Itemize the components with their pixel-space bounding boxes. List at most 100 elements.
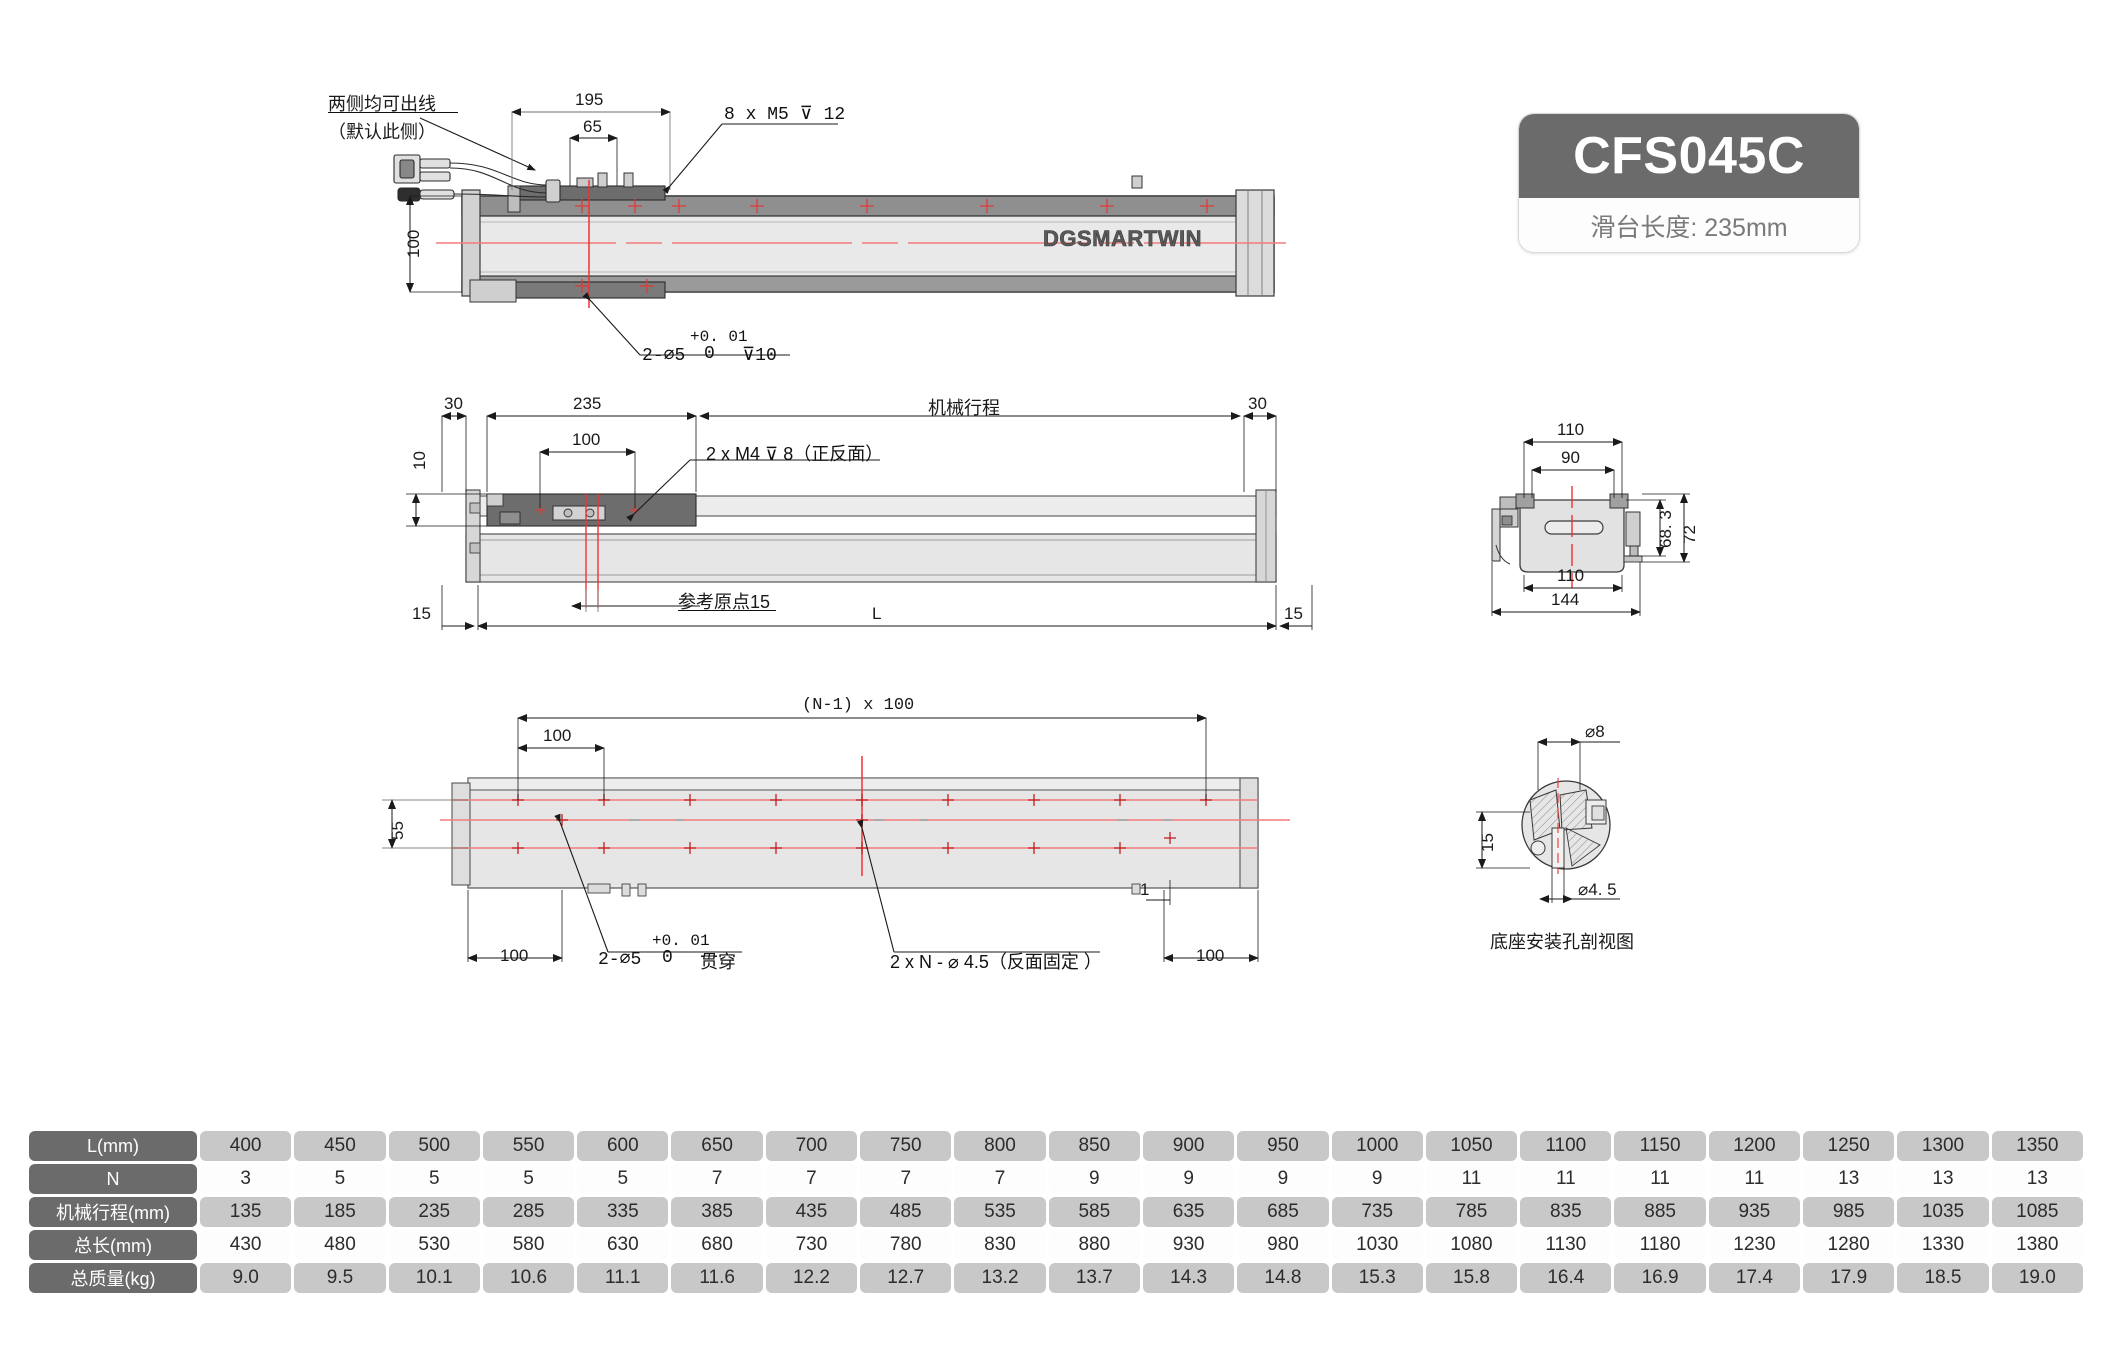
- cell-N-9: 9: [1048, 1164, 1140, 1194]
- cell-L-13: 1050: [1425, 1131, 1518, 1161]
- product-model: CFS045C: [1573, 127, 1805, 185]
- cell-L-3: 550: [482, 1131, 575, 1161]
- cell-L-5: 650: [671, 1131, 763, 1161]
- cable-note-line2: （默认此侧）: [328, 122, 436, 142]
- cell-total-length-4: 630: [577, 1230, 669, 1260]
- cell-stroke-16: 935: [1708, 1197, 1801, 1227]
- cell-L-0: 400: [200, 1131, 292, 1161]
- dim-110-bottom: 110: [1557, 566, 1585, 585]
- cell-N-0: 3: [200, 1164, 292, 1194]
- cell-total-length-0: 430: [200, 1230, 292, 1260]
- dim-diameter-8: ⌀8: [1585, 722, 1605, 741]
- cell-N-1: 5: [294, 1164, 386, 1194]
- dim-100-bottom-right: 100: [1196, 946, 1225, 965]
- dim-144: 144: [1551, 590, 1580, 609]
- cell-total-mass-7: 12.7: [860, 1263, 952, 1293]
- dim-235: 235: [573, 394, 602, 413]
- label-mechanical-stroke: 机械行程: [928, 398, 1000, 418]
- table-row: L(mm) 400 450 500 550 600 650 700 750 80…: [29, 1131, 2083, 1161]
- spec-table-body: L(mm) 400 450 500 550 600 650 700 750 80…: [29, 1131, 2083, 1293]
- cable-note-underline: [328, 112, 458, 113]
- cell-total-length-16: 1230: [1708, 1230, 1801, 1260]
- cell-stroke-5: 385: [671, 1197, 763, 1227]
- cell-stroke-8: 535: [954, 1197, 1046, 1227]
- dim-30-right: 30: [1248, 394, 1267, 413]
- cell-stroke-10: 635: [1142, 1197, 1235, 1227]
- cell-total-mass-0: 9.0: [200, 1263, 292, 1293]
- note-m5-tapped-holes: 8 x M5 ⊽ 12: [724, 105, 846, 125]
- cell-total-length-3: 580: [482, 1230, 575, 1260]
- cell-total-mass-10: 14.3: [1142, 1263, 1235, 1293]
- cell-total-length-7: 780: [860, 1230, 952, 1260]
- dim-n-minus-1-x-100: (N-1) x 100: [802, 696, 915, 715]
- specification-table: L(mm) 400 450 500 550 600 650 700 750 80…: [26, 1128, 2086, 1296]
- cell-stroke-7: 485: [860, 1197, 952, 1227]
- cell-L-9: 850: [1048, 1131, 1140, 1161]
- front-view-geometry: [393, 108, 1286, 356]
- dim-L: L: [872, 604, 882, 623]
- thru-tolerance-lower: 0: [662, 948, 673, 968]
- cell-stroke-6: 435: [765, 1197, 858, 1227]
- cell-stroke-19: 1085: [1991, 1197, 2083, 1227]
- cell-N-19: 13: [1991, 1164, 2083, 1194]
- cell-N-3: 5: [482, 1164, 575, 1194]
- cell-stroke-17: 985: [1803, 1197, 1895, 1227]
- dowel-hole-callout: 2-⌀5: [642, 346, 686, 366]
- bottom-view-geometry: [382, 714, 1290, 962]
- dim-68-3: 68. 3: [1656, 510, 1675, 548]
- cell-total-length-13: 1080: [1425, 1230, 1518, 1260]
- cell-total-length-6: 730: [765, 1230, 858, 1260]
- dim-height-100: 100: [404, 229, 423, 258]
- thru-tolerance-upper: +0. 01: [652, 932, 710, 950]
- reference-origin-underline: [678, 610, 776, 611]
- product-title-badge: CFS045C 滑台长度: 235mm: [1518, 113, 1860, 253]
- cell-N-15: 11: [1614, 1164, 1706, 1194]
- dim-diameter-4-5: ⌀4. 5: [1578, 880, 1617, 899]
- cell-stroke-18: 1035: [1897, 1197, 1989, 1227]
- dim-195: 195: [575, 90, 604, 109]
- cell-L-6: 700: [765, 1131, 858, 1161]
- cell-N-12: 9: [1331, 1164, 1423, 1194]
- table-row: N 3 5 5 5 5 7 7 7 7 9 9 9 9 11 11 11 11 …: [29, 1164, 2083, 1194]
- cell-L-1: 450: [294, 1131, 386, 1161]
- cell-total-mass-12: 15.3: [1331, 1263, 1423, 1293]
- cell-total-mass-5: 11.6: [671, 1263, 763, 1293]
- cell-N-4: 5: [577, 1164, 669, 1194]
- cell-N-8: 7: [954, 1164, 1046, 1194]
- cell-L-4: 600: [577, 1131, 669, 1161]
- thru-hole-word: 贯穿: [700, 952, 736, 972]
- dim-100-bottom-left: 100: [500, 946, 529, 965]
- cell-L-14: 1100: [1520, 1131, 1612, 1161]
- row-label-N: N: [29, 1164, 197, 1194]
- cell-L-16: 1200: [1708, 1131, 1801, 1161]
- cell-L-11: 950: [1237, 1131, 1329, 1161]
- cell-total-length-2: 530: [388, 1230, 480, 1260]
- top-view-geometry: [406, 412, 1313, 630]
- cell-N-10: 9: [1142, 1164, 1235, 1194]
- cell-stroke-11: 685: [1237, 1197, 1329, 1227]
- dim-65: 65: [583, 117, 602, 136]
- dim-110-top: 110: [1557, 420, 1585, 439]
- dim-72: 72: [1680, 525, 1699, 544]
- dim-detail-15: 15: [1478, 833, 1497, 852]
- cell-total-length-5: 680: [671, 1230, 763, 1260]
- cell-N-16: 11: [1708, 1164, 1801, 1194]
- cell-total-length-15: 1180: [1614, 1230, 1706, 1260]
- dim-15-right: 15: [1284, 604, 1303, 623]
- dowel-tolerance-upper: +0. 01: [690, 328, 748, 346]
- dim-1: 1: [1140, 880, 1150, 899]
- cell-total-mass-13: 15.8: [1425, 1263, 1518, 1293]
- cell-N-11: 9: [1237, 1164, 1329, 1194]
- cell-stroke-9: 585: [1048, 1197, 1140, 1227]
- back-mounting-holes-callout: 2 x N - ⌀ 4.5（反面固定 ）: [890, 952, 1102, 972]
- cell-L-8: 800: [954, 1131, 1046, 1161]
- cell-total-length-12: 1030: [1331, 1230, 1423, 1260]
- cell-stroke-12: 735: [1331, 1197, 1423, 1227]
- badge-subtitle-area: 滑台长度: 235mm: [1519, 198, 1859, 252]
- cell-total-length-14: 1130: [1520, 1230, 1612, 1260]
- cell-N-5: 7: [671, 1164, 763, 1194]
- table-row: 总长(mm) 430 480 530 580 630 680 730 780 8…: [29, 1230, 2083, 1260]
- cell-N-6: 7: [765, 1164, 858, 1194]
- cell-total-length-10: 930: [1142, 1230, 1235, 1260]
